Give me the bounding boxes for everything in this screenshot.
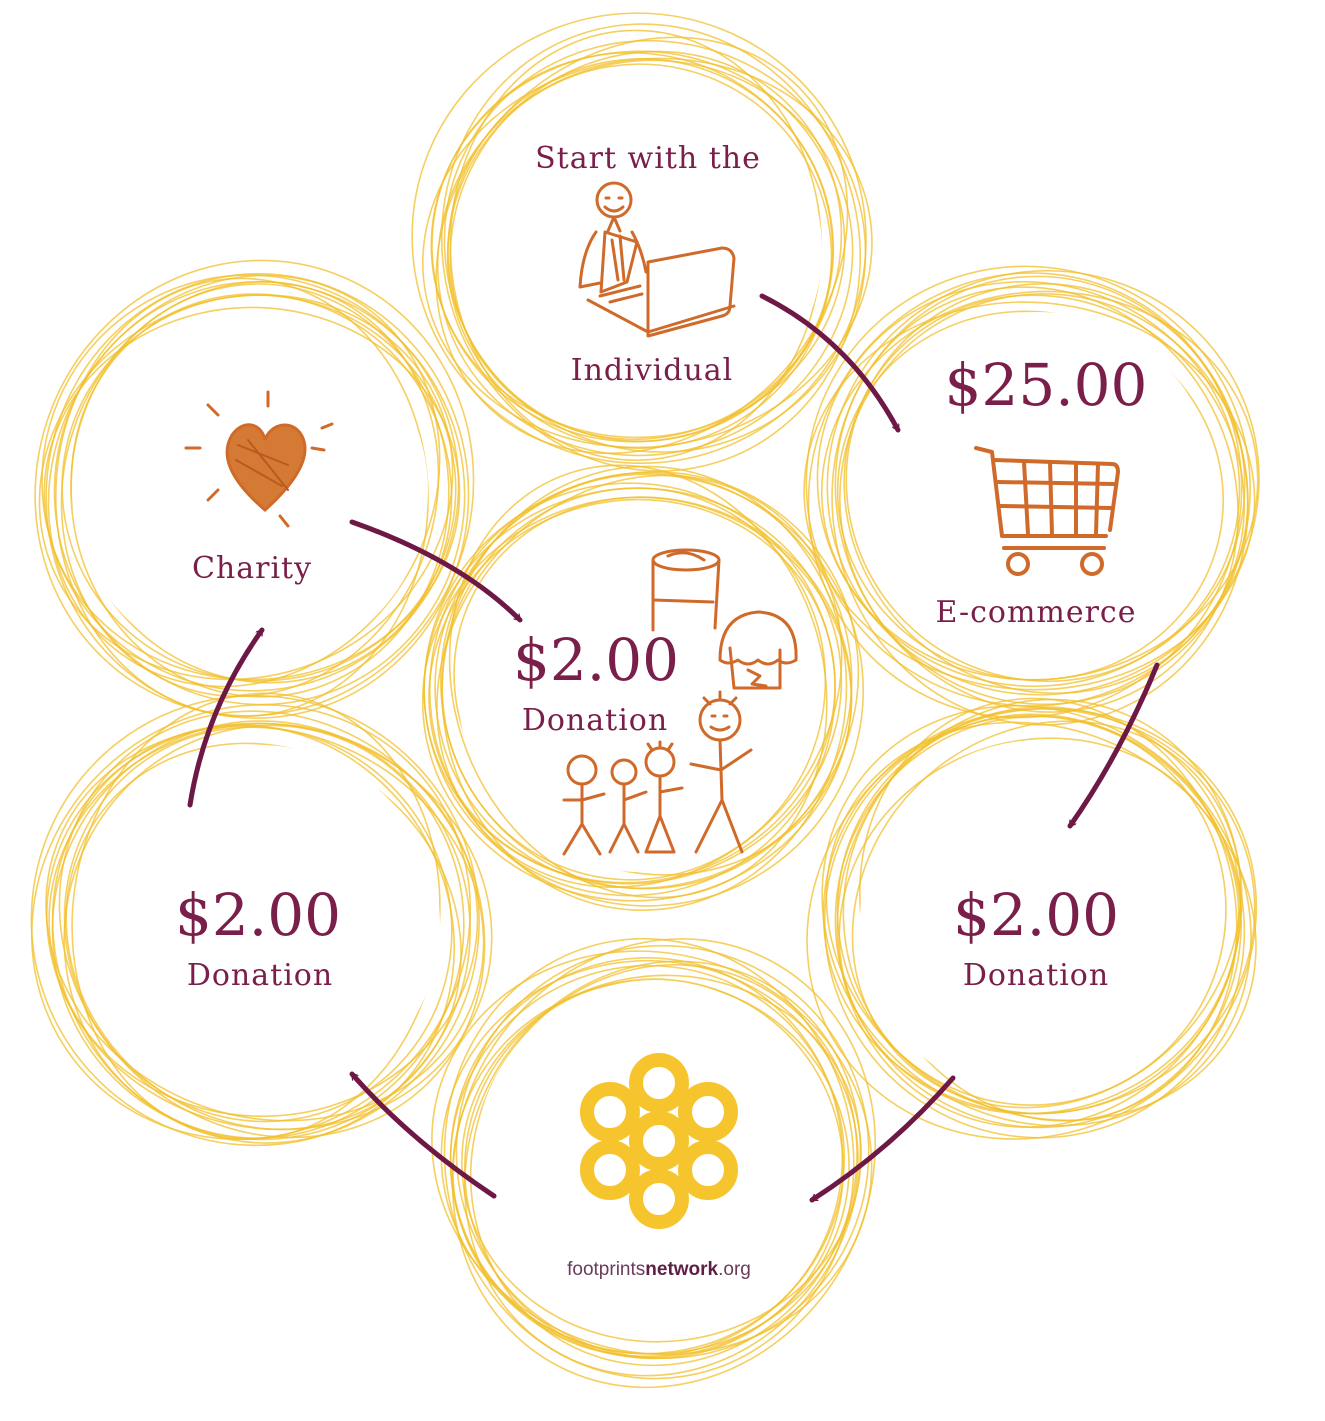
scribble-ring-stroke — [47, 274, 441, 688]
arrow-donation-left-to-charity — [187, 627, 265, 808]
scribble-ring-stroke — [30, 703, 472, 1141]
arrow-charity-to-center — [349, 519, 523, 623]
scribble-ring-stroke — [451, 938, 876, 1389]
scribble-ring-stroke — [805, 265, 1251, 707]
node-network: footprintsnetwork.org — [567, 1053, 751, 1280]
scribble-ring-stroke — [431, 950, 873, 1356]
arrow-donation-right-to-network — [809, 1075, 956, 1203]
heart-icon — [184, 390, 334, 528]
scribble-ring-stroke — [443, 39, 867, 453]
scribble-ring-stroke — [440, 959, 859, 1355]
scribble-ring-stroke — [826, 269, 1260, 696]
scribble-ring-stroke — [421, 496, 853, 902]
arrow-ecommerce-to-donation-right — [1067, 662, 1160, 829]
scribble-ring-stroke — [41, 274, 460, 692]
donation-right-amount: $2.00 — [953, 881, 1119, 949]
scribble-ring-stroke — [45, 725, 485, 1122]
scribble-ring-stroke — [70, 283, 450, 698]
ring-interiors — [72, 70, 1220, 1340]
network-logo-text: footprintsnetwork.org — [567, 1259, 751, 1280]
node-ecommerce: $25.00 E-commerce — [935, 351, 1147, 630]
shopping-cart-icon — [974, 446, 1120, 576]
scribble-ring-stroke — [821, 705, 1252, 1127]
arrow-network-to-donation-left — [349, 1071, 497, 1199]
scribble-ring-stroke — [411, 12, 867, 465]
scribble-ring-stroke — [461, 974, 862, 1343]
scribble-ring-stroke — [45, 722, 493, 1131]
scribble-ring-stroke — [440, 23, 862, 472]
scribble-ring-stroke — [455, 944, 870, 1360]
scribble-ring-stroke — [443, 937, 855, 1380]
scribble-ring-stroke — [831, 275, 1249, 726]
individual-bottom-label: Individual — [571, 353, 734, 388]
scribble-ring-stroke — [851, 720, 1242, 1109]
ecommerce-amount: $25.00 — [945, 351, 1148, 419]
node-charity: Charity — [184, 390, 334, 586]
scribble-ring-stroke — [43, 306, 461, 681]
scribble-ring-stroke — [436, 59, 854, 457]
family-stick-figures-icon — [562, 548, 798, 856]
center-amount: $2.00 — [513, 626, 679, 694]
donation-right-label: Donation — [963, 958, 1109, 993]
logo-text-suffix: .org — [718, 1259, 751, 1280]
scribble-ring-stroke — [845, 283, 1246, 683]
arrow-individual-to-ecommerce — [759, 293, 901, 433]
scribble-ring-stroke — [448, 464, 828, 899]
scribble-ring-stroke — [55, 277, 429, 718]
donation-left-label: Donation — [187, 958, 333, 993]
ecommerce-label: E-commerce — [935, 595, 1136, 630]
scribble-ring-stroke — [836, 713, 1227, 1106]
scribble-ring-stroke — [45, 273, 470, 719]
node-donation-left: $2.00 Donation — [175, 881, 341, 993]
scribble-ring-stroke — [816, 281, 1241, 688]
scribble-ring-stroke — [806, 707, 1258, 1140]
individual-top-label: Start with the — [535, 141, 761, 176]
node-donation-right: $2.00 Donation — [953, 881, 1119, 993]
scribble-ring-stroke — [823, 714, 1246, 1139]
donation-left-amount: $2.00 — [175, 881, 341, 949]
scribble-ring-stroke — [436, 474, 843, 888]
scribble-ring-stroke — [463, 960, 862, 1377]
scribble-ring-stroke — [449, 957, 844, 1358]
scribble-ring-stroke — [836, 698, 1243, 1128]
scribble-ring-stroke — [441, 465, 848, 911]
cycle-arrows — [187, 293, 1160, 1203]
node-center: $2.00 Donation — [513, 548, 798, 856]
center-label: Donation — [522, 703, 668, 738]
logo-text-light: footprints — [567, 1259, 645, 1280]
scribble-ring-stroke — [51, 724, 455, 1144]
scribble-ring-stroke — [834, 286, 1239, 713]
scribble-ring-stroke — [803, 301, 1256, 691]
logo-text-bold: network — [645, 1259, 718, 1280]
person-at-laptop-icon — [578, 181, 736, 338]
scribble-ring-stroke — [435, 36, 849, 455]
scribble-ring-stroke — [423, 482, 836, 897]
charity-label: Charity — [192, 551, 312, 586]
footprints-flower-logo-icon — [580, 1053, 738, 1229]
scribble-ring-stroke — [807, 272, 1243, 719]
node-individual: Start with the Individual — [535, 141, 761, 388]
scribble-ring-stroke — [428, 473, 865, 907]
